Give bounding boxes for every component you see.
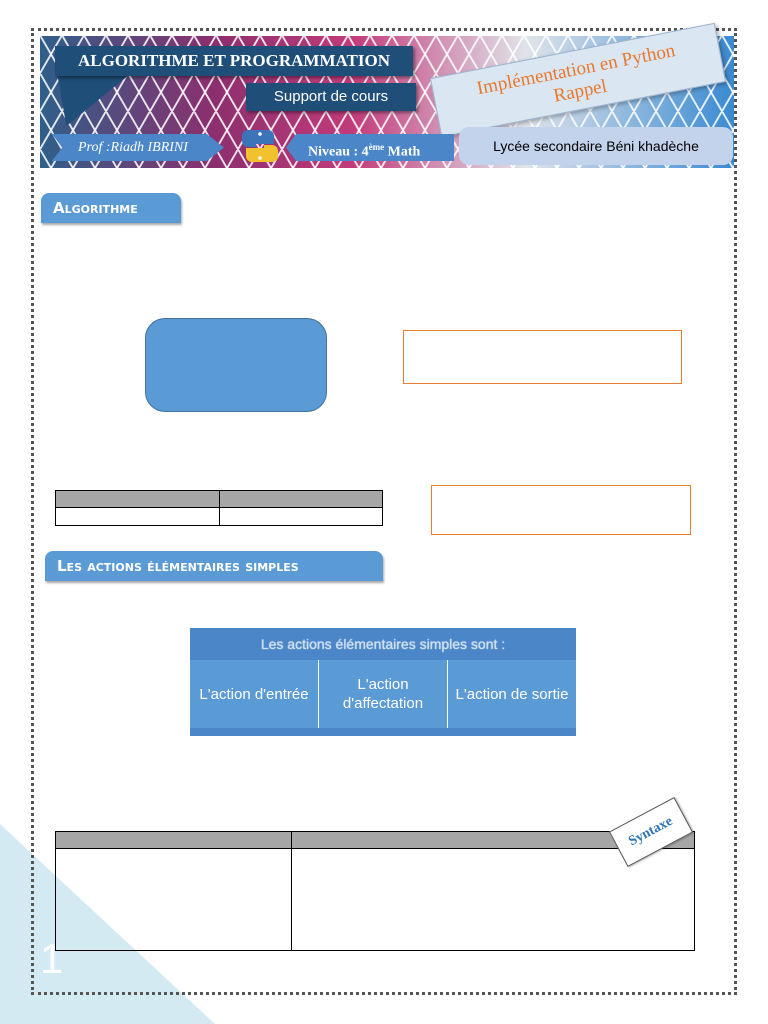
table-row <box>55 490 383 508</box>
orange-box-1 <box>403 330 682 384</box>
level-suffix: Math <box>384 144 421 160</box>
title-callout-tail <box>57 76 137 126</box>
action-output-cell: L'action de sortie <box>455 685 569 703</box>
level-prefix: Niveau : 4 <box>308 144 369 160</box>
syntax-table <box>54 831 695 951</box>
section-heading-actions: Les actions élémentaires simples <box>45 551 383 581</box>
action-input-cell: L'action d'entrée <box>190 660 319 728</box>
teacher-ribbon: Prof :Riadh IBRINI <box>52 134 224 161</box>
section-heading-algorithme: Algorithme <box>41 193 181 223</box>
table-row <box>55 507 383 526</box>
table-row <box>54 831 695 849</box>
actions-table: Les actions élémentaires simples sont : … <box>190 628 576 736</box>
python-logo-icon <box>242 130 278 162</box>
level-ribbon: Niveau : 4ème Math <box>286 134 454 161</box>
rounded-shape <box>145 318 327 412</box>
document-subtitle: Support de cours <box>246 83 416 111</box>
document-title: ALGORITHME ET PROGRAMMATION <box>55 46 413 76</box>
table-row <box>54 848 695 951</box>
actions-table-header: Les actions élémentaires simples sont : <box>190 628 576 660</box>
page-border <box>31 28 737 995</box>
level-sup: ème <box>368 142 385 152</box>
orange-box-2 <box>431 485 691 535</box>
action-assignment-cell: L'action d'affectation <box>319 660 448 728</box>
empty-table-1 <box>55 490 383 526</box>
school-name: Lycée secondaire Béni khadèche <box>459 127 733 165</box>
